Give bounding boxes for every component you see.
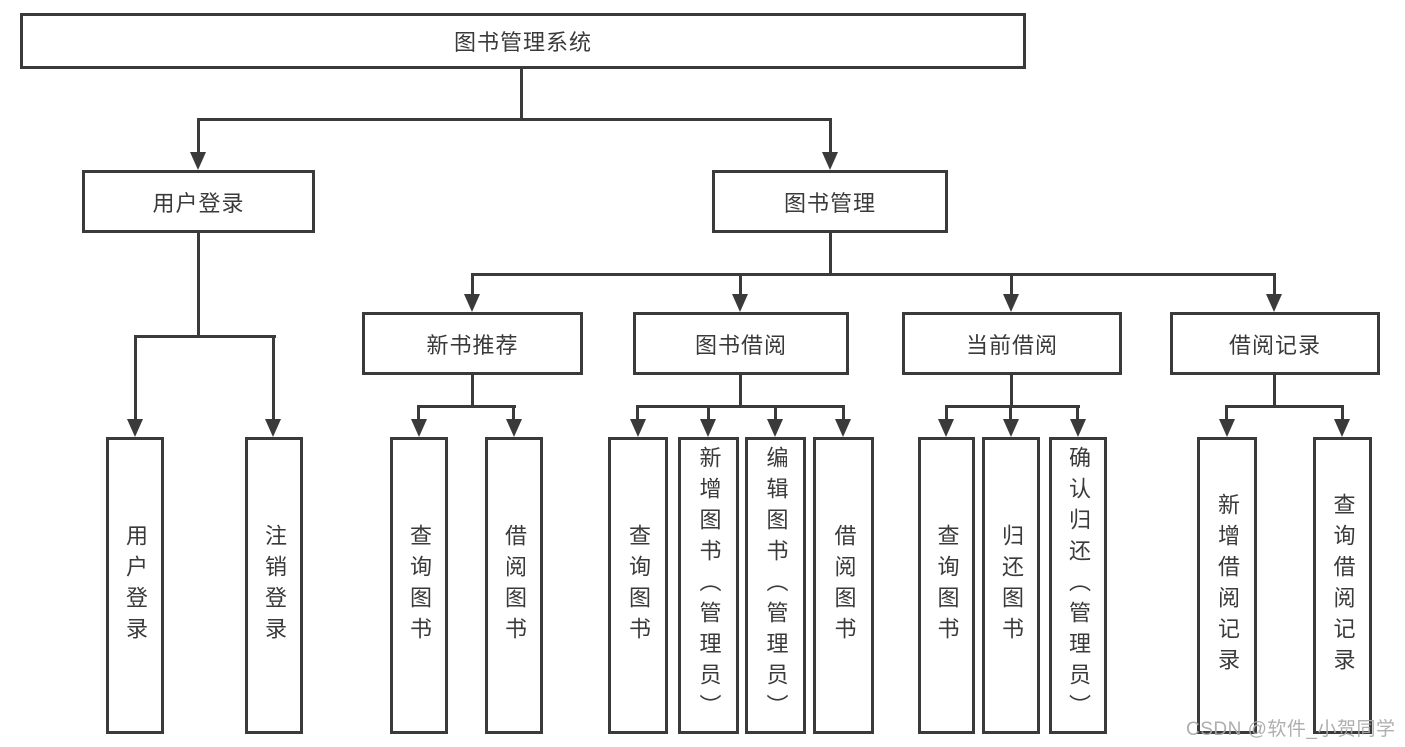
leaf-label: 查询图书 — [934, 523, 960, 648]
node-book-management-branch: 图书管理 — [712, 170, 948, 233]
connector-line — [417, 405, 516, 408]
arrow-down-icon — [1070, 419, 1086, 437]
leaf-label: 借阅图书 — [502, 523, 527, 648]
leaf-label: 查询图书 — [407, 523, 432, 648]
connector-line — [739, 273, 742, 296]
leaf-logout: 注销登录 — [245, 437, 303, 734]
arrow-down-icon — [464, 294, 480, 312]
arrow-down-icon — [1003, 294, 1019, 312]
node-current-borrowing: 当前借阅 — [902, 312, 1122, 375]
connector-line — [707, 405, 710, 421]
leaf-label: 查询借阅记录 — [1330, 492, 1356, 679]
leaf-return-books: 归还图书 — [982, 437, 1040, 734]
arrow-down-icon — [835, 419, 851, 437]
connector-line — [197, 118, 200, 154]
connector-line — [829, 233, 832, 273]
leaf-label: 新增图书（管理员） — [696, 446, 722, 725]
connector-line — [272, 335, 275, 421]
arrow-down-icon — [265, 419, 281, 437]
leaf-label: 归还图书 — [999, 523, 1024, 648]
leaf-label: 新增借阅记录 — [1215, 492, 1240, 679]
arrow-down-icon — [127, 419, 143, 437]
arrow-down-icon — [630, 419, 646, 437]
connector-line — [774, 405, 777, 421]
connector-line — [471, 273, 474, 296]
arrow-down-icon — [190, 152, 206, 170]
connector-line — [1273, 273, 1276, 296]
leaf-label: 确认归还（管理员） — [1066, 446, 1091, 725]
connector-line — [134, 335, 276, 338]
connector-line — [1010, 375, 1013, 405]
connector-line — [1009, 405, 1012, 421]
leaf-add-books-admin: 新增图书（管理员） — [678, 437, 739, 734]
leaf-confirm-return-admin: 确认归还（管理员） — [1049, 437, 1107, 734]
connector-line — [636, 405, 845, 408]
leaf-query-borrow-record: 查询借阅记录 — [1313, 437, 1372, 734]
connector-line — [842, 405, 845, 421]
connector-line — [520, 69, 523, 118]
connector-line — [471, 375, 474, 405]
connector-line — [1010, 273, 1013, 296]
leaf-user-login: 用户登录 — [106, 437, 164, 734]
node-new-book-recommendation: 新书推荐 — [362, 312, 583, 375]
leaf-query-books-1: 查询图书 — [390, 437, 448, 734]
csdn-watermark: CSDN @软件_小贺同学 — [1186, 719, 1396, 740]
connector-line — [739, 375, 742, 405]
leaf-label: 借阅图书 — [831, 523, 857, 648]
connector-line — [417, 405, 420, 421]
connector-line — [945, 405, 1080, 408]
leaf-borrow-books-1: 借阅图书 — [485, 437, 543, 734]
leaf-add-borrow-record: 新增借阅记录 — [1197, 437, 1257, 734]
leaf-label: 查询图书 — [626, 523, 651, 648]
arrow-down-icon — [767, 419, 783, 437]
node-book-borrowing: 图书借阅 — [633, 312, 849, 375]
connector-line — [1076, 405, 1079, 421]
leaf-query-books-3: 查询图书 — [918, 437, 975, 734]
arrow-down-icon — [1266, 294, 1282, 312]
arrow-down-icon — [1334, 419, 1350, 437]
connector-line — [471, 273, 1276, 276]
connector-line — [134, 335, 137, 421]
connector-line — [1341, 405, 1344, 421]
leaf-label: 用户登录 — [123, 523, 148, 648]
connector-line — [197, 233, 200, 335]
arrow-down-icon — [506, 419, 522, 437]
arrow-down-icon — [700, 419, 716, 437]
connector-line — [636, 405, 639, 421]
arrow-down-icon — [732, 294, 748, 312]
leaf-borrow-books-2: 借阅图书 — [813, 437, 874, 734]
arrow-down-icon — [938, 419, 954, 437]
connector-line — [1273, 375, 1276, 405]
arrow-down-icon — [822, 152, 838, 170]
node-library-management-system: 图书管理系统 — [20, 13, 1026, 69]
connector-line — [1225, 405, 1344, 408]
arrow-down-icon — [1003, 419, 1019, 437]
connector-line — [945, 405, 948, 421]
leaf-query-books-2: 查询图书 — [608, 437, 668, 734]
arrow-down-icon — [1219, 419, 1235, 437]
leaf-label: 编辑图书（管理员） — [763, 446, 789, 725]
connector-line — [829, 118, 832, 154]
leaf-edit-books-admin: 编辑图书（管理员） — [745, 437, 806, 734]
connector-line — [197, 118, 832, 121]
connector-line — [1225, 405, 1228, 421]
leaf-label: 注销登录 — [262, 523, 287, 648]
connector-line — [512, 405, 515, 421]
node-borrowing-records: 借阅记录 — [1170, 312, 1380, 375]
arrow-down-icon — [411, 419, 427, 437]
node-user-login-branch: 用户登录 — [82, 170, 315, 233]
